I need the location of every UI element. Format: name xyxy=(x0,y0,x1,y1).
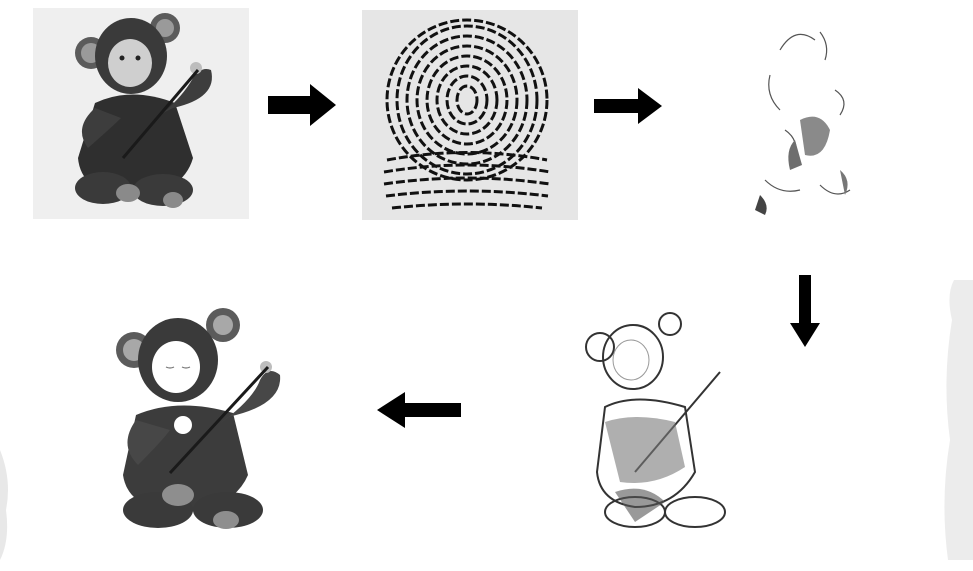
arrow-right-icon xyxy=(268,82,336,128)
fingerprint-icon xyxy=(362,10,578,220)
arrow-left-icon xyxy=(377,392,461,428)
arrow-right-2 xyxy=(594,86,662,126)
right-edge-smudge xyxy=(940,280,973,560)
arrow-right-icon xyxy=(594,86,662,126)
child-photo-icon xyxy=(108,305,298,540)
extracted-pattern-panel xyxy=(740,20,870,220)
arrow-left xyxy=(377,392,461,428)
recovered-image-panel xyxy=(108,305,298,540)
left-edge-smudge xyxy=(0,450,14,560)
child-photo-icon xyxy=(33,8,249,219)
arrow-down xyxy=(790,275,820,347)
arrow-down-icon xyxy=(790,275,820,347)
arrow-right-1 xyxy=(268,82,336,128)
sparse-residual-icon xyxy=(740,20,870,220)
original-image-panel xyxy=(33,8,249,219)
partial-reconstruction-panel xyxy=(575,312,740,537)
child-sketch-icon xyxy=(575,312,740,537)
fingerprint-panel xyxy=(362,10,578,220)
